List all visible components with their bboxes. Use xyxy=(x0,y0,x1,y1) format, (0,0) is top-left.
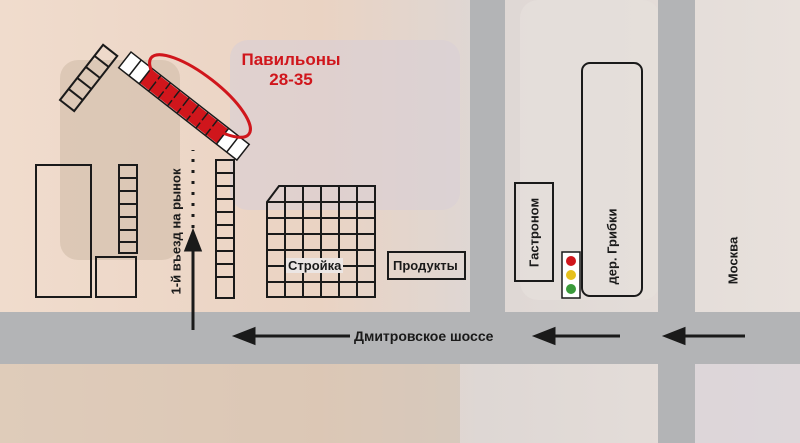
pavilions-label: Павильоны 28-35 xyxy=(226,50,356,90)
grocery-label: Гастроном xyxy=(526,197,542,268)
background-poster xyxy=(230,40,460,210)
construction-label: Стройка xyxy=(286,258,344,273)
construction-building xyxy=(266,185,376,298)
village-building xyxy=(581,62,643,297)
village-label: дер. Грибки xyxy=(604,208,620,285)
products-shop xyxy=(387,251,466,280)
moscow-label: Москва xyxy=(725,236,741,285)
entrance-label: 1-й въезд на рынок xyxy=(168,168,184,295)
background-poster xyxy=(520,0,660,300)
stall-column xyxy=(215,159,235,299)
side-road-left xyxy=(470,0,505,312)
traffic-arrow xyxy=(661,326,745,346)
products-label: Продукты xyxy=(393,258,458,273)
pavilions-numbers: 28-35 xyxy=(269,70,313,89)
pavilions-highlight-ring xyxy=(148,53,252,139)
traffic-arrow xyxy=(231,326,350,346)
entrance-arrow xyxy=(183,150,203,330)
stall-column xyxy=(118,164,138,254)
stall-row-diagonal xyxy=(58,43,119,113)
pavilions-title: Павильоны xyxy=(241,50,341,69)
side-road-right-lower xyxy=(658,364,695,443)
traffic-light xyxy=(561,251,581,299)
highway-label: Дмитровское шоссе xyxy=(354,328,494,344)
traffic-arrow xyxy=(531,326,620,346)
background-poster xyxy=(0,360,460,443)
grocery-building xyxy=(514,182,554,282)
building-left xyxy=(35,164,137,298)
